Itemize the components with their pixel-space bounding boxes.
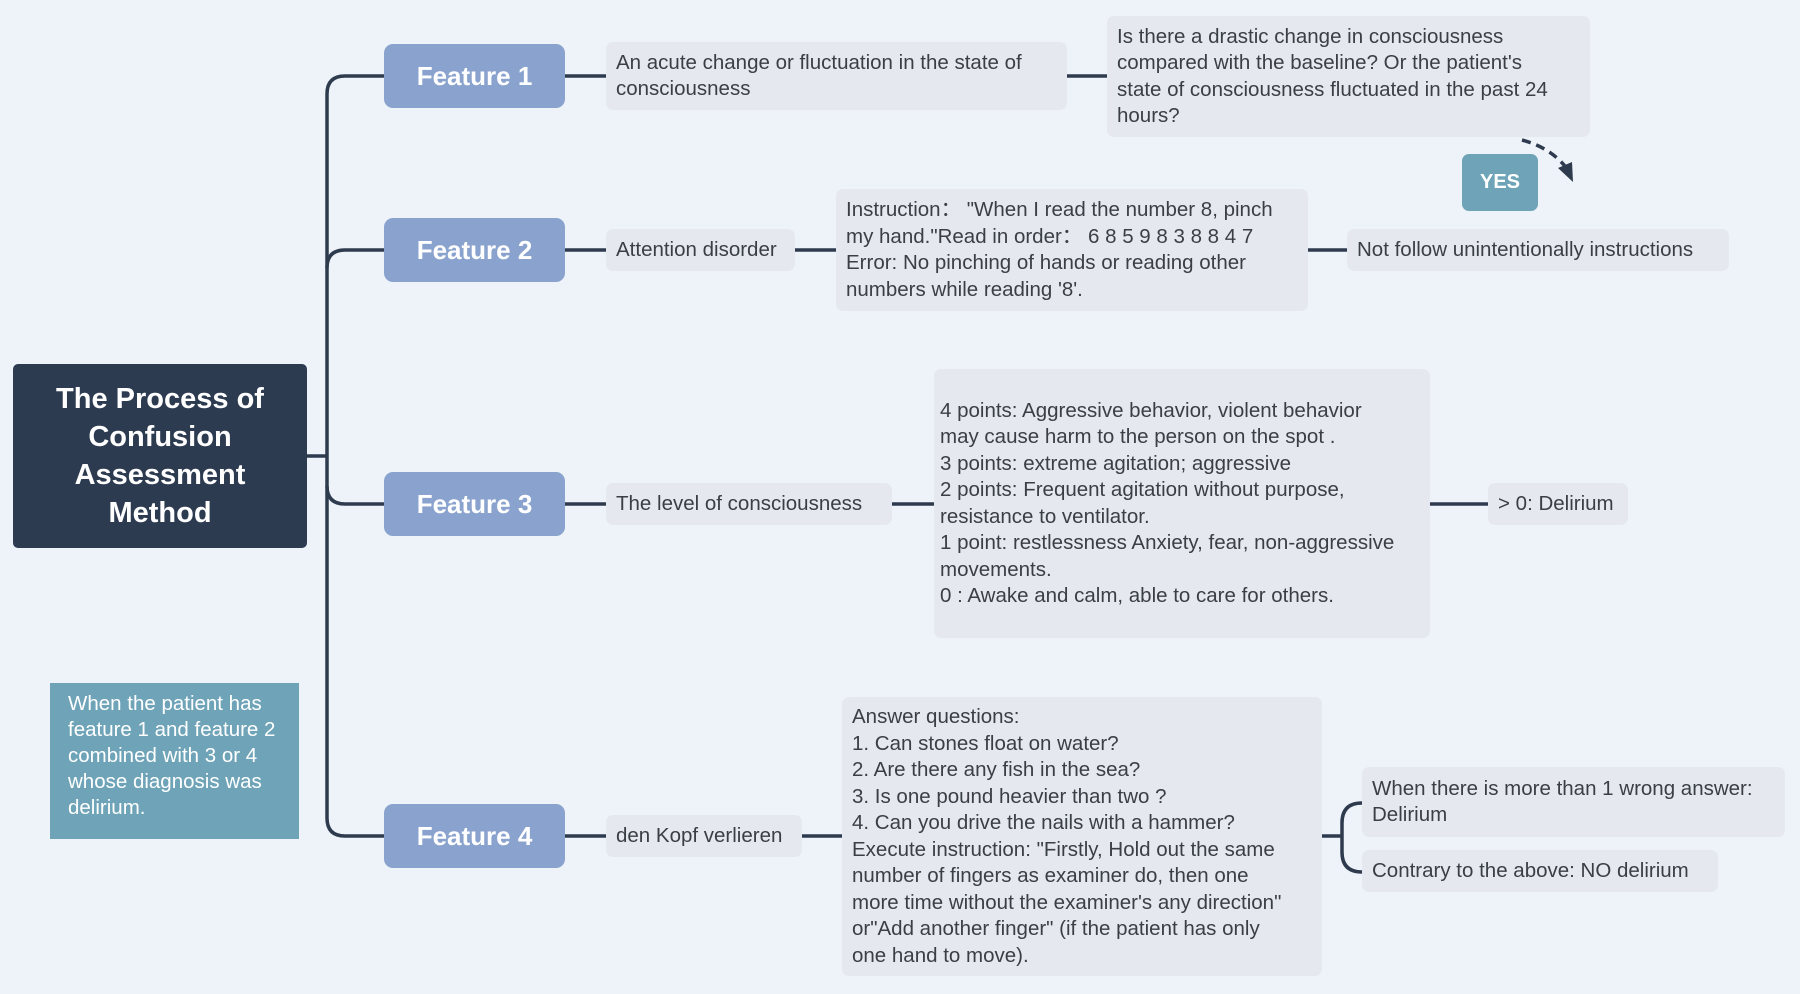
root-title: The Process of Confusion Assessment Meth… [13, 364, 307, 548]
feature-4-result-delirium: When there is more than 1 wrong answer: … [1362, 767, 1785, 837]
feature-4-detail: Answer questions: 1. Can stones float on… [842, 697, 1322, 976]
feature-1-detail: Is there a drastic change in consciousne… [1107, 16, 1590, 137]
feature-2-label: Feature 2 [384, 218, 565, 282]
yes-badge: YES [1462, 154, 1538, 211]
feature-2-detail: Instruction： "When I read the number 8, … [836, 189, 1308, 311]
feature-1-description: An acute change or fluctuation in the st… [606, 42, 1067, 110]
feature-4-label: Feature 4 [384, 804, 565, 868]
feature-4-result-no-delirium: Contrary to the above: NO delirium [1362, 850, 1718, 892]
feature-2-result: Not follow unintentionally instructions [1347, 229, 1729, 271]
feature-3-description: The level of consciousness [606, 483, 892, 525]
feature-3-result: > 0: Delirium [1488, 483, 1628, 525]
feature-1-label: Feature 1 [384, 44, 565, 108]
diagnosis-note: When the patient has feature 1 and featu… [50, 683, 299, 839]
feature-2-description: Attention disorder [606, 229, 795, 271]
feature-4-description: den Kopf verlieren [606, 815, 802, 857]
feature-3-label: Feature 3 [384, 472, 565, 536]
feature-3-detail: 4 points: Aggressive behavior, violent b… [934, 369, 1430, 638]
